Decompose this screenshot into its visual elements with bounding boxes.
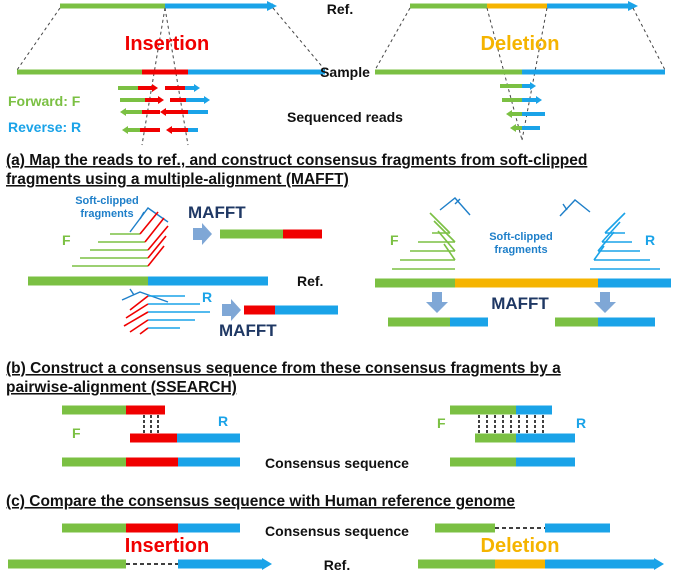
section-c-heading: (c) Compare the consensus sequence with … — [6, 493, 515, 510]
svg-text:fragments: fragments — [80, 208, 133, 220]
mafft-arrow-icon — [193, 223, 212, 245]
deletion-panel: Deletion — [374, 1, 666, 141]
section-c-insertion: Insertion — [8, 523, 272, 570]
down-arrow-icon — [426, 292, 448, 313]
f-label-a-right: F — [390, 232, 399, 248]
section-a-heading-line2: fragments using a multiple-alignment (MA… — [6, 171, 349, 188]
section-b-heading-line1: (b) Construct a consensus sequence from … — [6, 360, 561, 377]
mafft-label-a1: MAFFT — [188, 203, 246, 222]
deletion-label: Deletion — [481, 33, 560, 55]
reverse-label: Reverse: R — [8, 119, 81, 135]
deletion-reads — [500, 82, 545, 132]
consensus-sequence-label-b: Consensus sequence — [265, 455, 409, 471]
consensus-sequence-label-c: Consensus sequence — [265, 523, 409, 539]
ref-label-c: Ref. — [324, 557, 350, 573]
dashed-guide — [141, 7, 166, 146]
svg-text:F: F — [72, 425, 81, 441]
svg-text:Soft-clipped: Soft-clipped — [489, 231, 553, 243]
ref-label-a: Ref. — [297, 273, 323, 289]
svg-text:Insertion: Insertion — [125, 535, 209, 557]
forward-label: Forward: F — [8, 93, 81, 109]
sequenced-reads-label: Sequenced reads — [287, 109, 403, 125]
insertion-label: Insertion — [125, 33, 209, 55]
mafft-label-a2: MAFFT — [219, 321, 277, 340]
insertion-reads — [118, 84, 210, 134]
insertion-panel: Insertion — [8, 1, 326, 146]
r-label-a-right: R — [645, 232, 655, 248]
section-c-deletion: Deletion — [418, 523, 664, 570]
section-a-heading-line1: (a) Map the reads to ref., and construct… — [6, 152, 587, 169]
mafft-arrow-icon — [222, 299, 241, 321]
soft-clipped-label-left: Soft-clipped — [75, 195, 139, 207]
svg-text:R: R — [576, 415, 586, 431]
dashed-guide — [272, 7, 326, 71]
bracket — [129, 207, 169, 233]
sample-label: Sample — [320, 64, 370, 80]
svg-text:R: R — [218, 413, 228, 429]
down-arrow-icon — [594, 292, 616, 313]
svg-text:F: F — [437, 415, 446, 431]
dashed-guide — [164, 7, 189, 146]
dashed-guide — [16, 7, 61, 71]
mafft-label-a3: MAFFT — [491, 294, 549, 313]
f-label-a-left: F — [62, 232, 71, 248]
section-a-insertion: Soft-clipped fragments F MAFFT — [28, 195, 338, 340]
svg-text:fragments: fragments — [494, 244, 547, 256]
section-b-deletion: F R — [437, 405, 586, 467]
section-b-heading-line2: pairwise-alignment (SSEARCH) — [6, 379, 237, 396]
r-label-a-left: R — [202, 289, 212, 305]
ref-label-top: Ref. — [327, 1, 353, 17]
section-b-insertion: F R — [62, 405, 240, 467]
ref-arrowhead — [267, 1, 277, 11]
section-a-deletion: F Soft-clipped fragments R — [375, 197, 671, 327]
svg-text:Deletion: Deletion — [481, 535, 560, 557]
